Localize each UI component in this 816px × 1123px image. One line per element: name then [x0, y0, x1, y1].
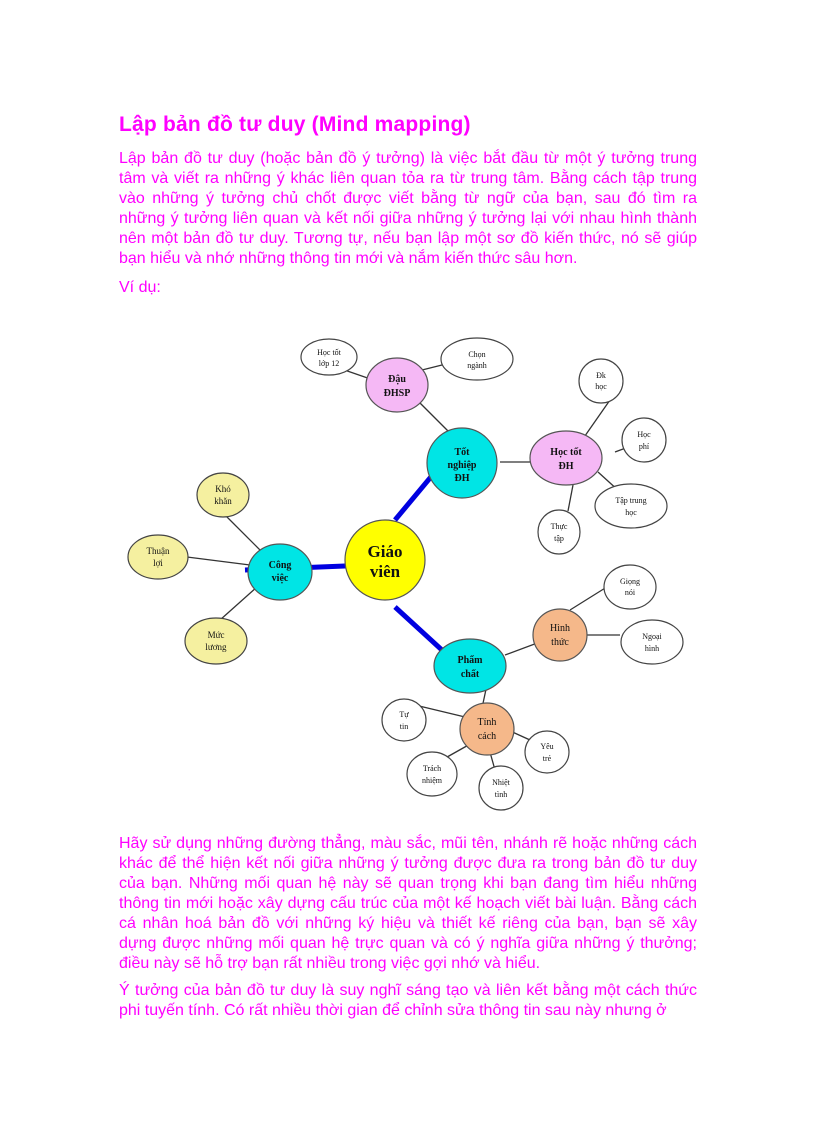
svg-text:Tập trung: Tập trung — [615, 496, 646, 505]
svg-text:Phẩm: Phẩm — [458, 655, 484, 666]
svg-text:Giáo: Giáo — [368, 542, 403, 561]
svg-text:Thực: Thực — [551, 522, 568, 531]
svg-text:tập: tập — [554, 534, 564, 543]
leaf-node-muc-luong: Mức lương — [184, 617, 248, 665]
leaf-node-giong-noi: Giọng nói — [603, 564, 657, 610]
leaf-node-thuc-tap: Thực tập — [537, 509, 581, 555]
svg-text:Công: Công — [269, 560, 292, 571]
branch-node-tinh-cach: Tính cách — [459, 702, 515, 756]
intro-paragraph: Lập bản đồ tư duy (hoặc bản đồ ý tưởng) … — [119, 150, 697, 267]
svg-text:ĐHSP: ĐHSP — [384, 388, 411, 399]
svg-text:phí: phí — [639, 442, 650, 451]
svg-text:khăn: khăn — [214, 496, 232, 506]
svg-text:Yêu: Yêu — [540, 742, 553, 751]
leaf-node-hoc-phi: Học phí — [621, 417, 667, 463]
svg-text:Hình: Hình — [550, 623, 570, 634]
svg-text:Mức: Mức — [208, 630, 225, 640]
leaf-node-thuan-loi: Thuận lợi — [127, 534, 189, 580]
svg-text:Học tốt: Học tốt — [317, 348, 342, 357]
svg-text:chất: chất — [461, 669, 480, 680]
svg-text:việc: việc — [272, 573, 289, 584]
leaf-node-yeu-tre: Yêu trẻ — [524, 730, 570, 774]
svg-text:thức: thức — [551, 637, 569, 648]
branch-node-tot-nghiep: Tốt nghiệp ĐH — [426, 427, 498, 499]
svg-text:Giọng: Giọng — [620, 577, 640, 586]
svg-text:Khó: Khó — [215, 484, 231, 494]
leaf-node-nhiet-tinh: Nhiệt tình — [478, 765, 524, 811]
svg-text:lương: lương — [205, 642, 227, 652]
leaf-node-kho-khan: Khó khăn — [196, 472, 250, 518]
svg-text:tình: tình — [495, 790, 507, 799]
center-node-giao-vien: Giáo viên — [344, 519, 426, 601]
svg-text:Ngoại: Ngoại — [642, 632, 662, 641]
svg-text:Chọn: Chọn — [468, 350, 485, 359]
example-label: Ví dụ: — [119, 279, 161, 296]
svg-text:Học: Học — [637, 430, 651, 439]
svg-text:học: học — [595, 382, 607, 391]
svg-text:Tự: Tự — [399, 710, 409, 719]
svg-text:tin: tin — [400, 722, 408, 731]
svg-text:ngành: ngành — [467, 361, 487, 370]
idea-paragraph: Ý tưởng của bản đồ tư duy là suy nghĩ sá… — [119, 982, 697, 1019]
svg-text:Đậu: Đậu — [388, 374, 406, 385]
branch-node-hinh-thuc: Hình thức — [532, 608, 588, 662]
svg-text:nhiệm: nhiệm — [422, 776, 443, 785]
leaf-node-ngoai-hinh: Ngoại hình — [620, 619, 684, 665]
svg-text:Học tốt: Học tốt — [550, 447, 582, 458]
svg-text:Đk: Đk — [596, 371, 606, 380]
branch-node-hoc-tot-dh: Học tốt ĐH — [529, 430, 603, 486]
mind-map-diagram: Giáo viên Tốt nghiệp ĐH Công việc Phẩm c… — [120, 325, 700, 815]
svg-text:nghiệp: nghiệp — [448, 460, 477, 471]
svg-text:Trách: Trách — [423, 764, 441, 773]
svg-text:ĐH: ĐH — [559, 461, 574, 472]
branch-node-cong-viec: Công việc — [247, 543, 313, 601]
branch-node-pham-chat: Phẩm chất — [433, 638, 507, 694]
leaf-node-chon-nganh: Chọn ngành — [440, 337, 514, 381]
svg-text:lớp 12: lớp 12 — [319, 359, 339, 368]
svg-text:học: học — [625, 508, 637, 517]
leaf-node-tu-tin: Tự tin — [381, 698, 427, 742]
leaf-node-trach-nhiem: Trách nhiệm — [406, 751, 458, 797]
leaf-node-tap-trung-hoc: Tập trung học — [594, 483, 668, 529]
leaf-node-dk-hoc: Đk học — [578, 358, 624, 404]
svg-text:cách: cách — [478, 731, 496, 742]
svg-text:Thuận: Thuận — [147, 546, 170, 556]
svg-text:hình: hình — [645, 644, 659, 653]
svg-text:lợi: lợi — [153, 558, 163, 568]
svg-text:Tính: Tính — [478, 717, 497, 728]
svg-text:nói: nói — [625, 588, 636, 597]
page-title: Lập bản đồ tư duy (Mind mapping) — [119, 113, 471, 136]
svg-text:Nhiệt: Nhiệt — [492, 778, 511, 787]
svg-text:trẻ: trẻ — [543, 754, 552, 763]
branch-node-dau-dhsp: Đậu ĐHSP — [365, 357, 429, 413]
svg-text:Tốt: Tốt — [455, 447, 471, 458]
svg-text:viên: viên — [370, 562, 401, 581]
usage-paragraph: Hãy sử dụng những đường thẳng, màu sắc, … — [119, 835, 697, 972]
svg-text:ĐH: ĐH — [455, 473, 470, 484]
leaf-node-hoc-tot-lop12: Học tốt lớp 12 — [300, 338, 358, 376]
